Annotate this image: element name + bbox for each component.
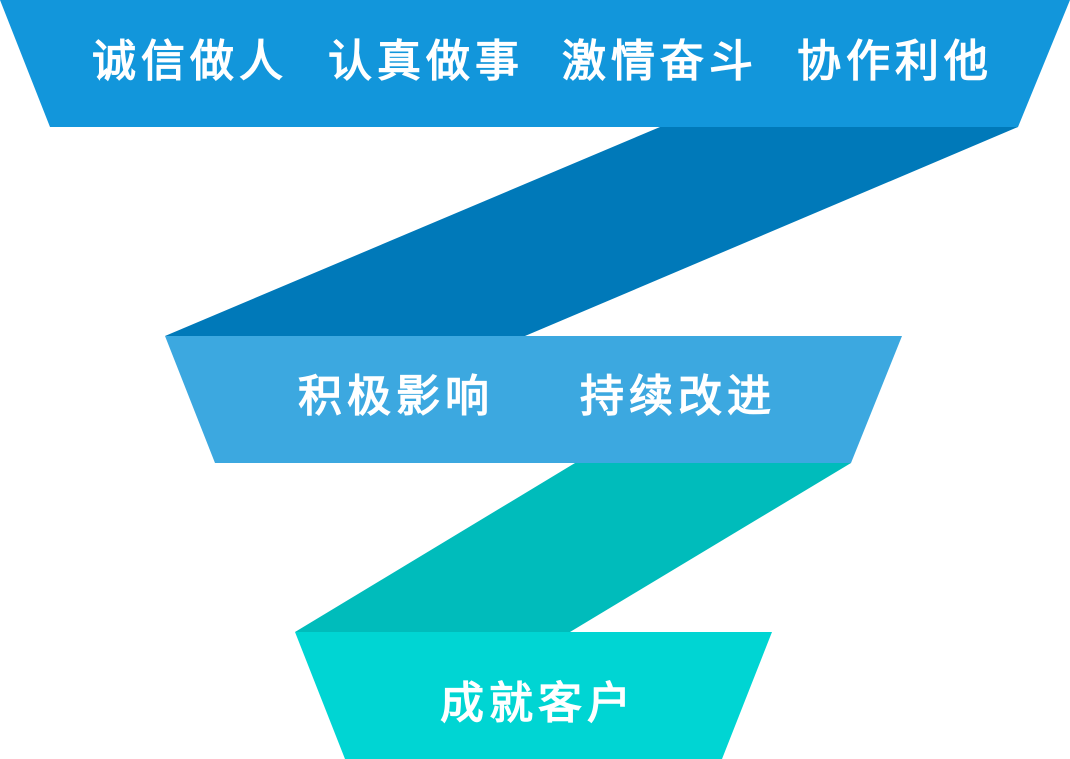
tier-1-phrase: 激情奋斗 xyxy=(562,36,758,87)
connector-2 xyxy=(295,463,851,632)
tier-3-band xyxy=(295,632,772,759)
tier-1-phrase: 诚信做人 xyxy=(92,36,288,87)
tier-3-phrase: 成就客户 xyxy=(440,678,636,729)
tier-1-phrase: 认真做事 xyxy=(328,36,524,87)
tier-2-phrase: 持续改进 xyxy=(580,371,776,422)
tier-2-band xyxy=(165,336,902,463)
connector-1 xyxy=(165,127,1018,336)
tier-2-phrase: 积极影响 xyxy=(298,371,494,422)
tier-1-phrase: 协作利他 xyxy=(797,36,993,87)
tier-1-band xyxy=(0,0,1070,127)
